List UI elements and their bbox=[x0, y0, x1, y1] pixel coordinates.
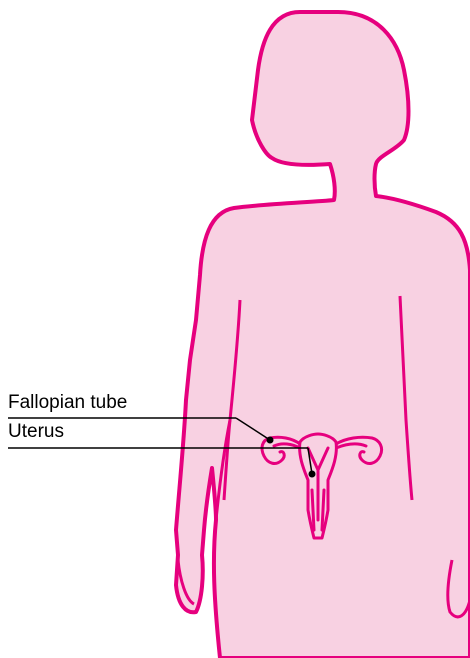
fallopian-tube-pointer-dot bbox=[267, 437, 274, 444]
fallopian-tube-label: Fallopian tube bbox=[8, 393, 127, 412]
uterus-pointer-dot bbox=[309, 471, 316, 478]
uterus-label: Uterus bbox=[8, 422, 64, 441]
body-silhouette bbox=[176, 12, 470, 658]
